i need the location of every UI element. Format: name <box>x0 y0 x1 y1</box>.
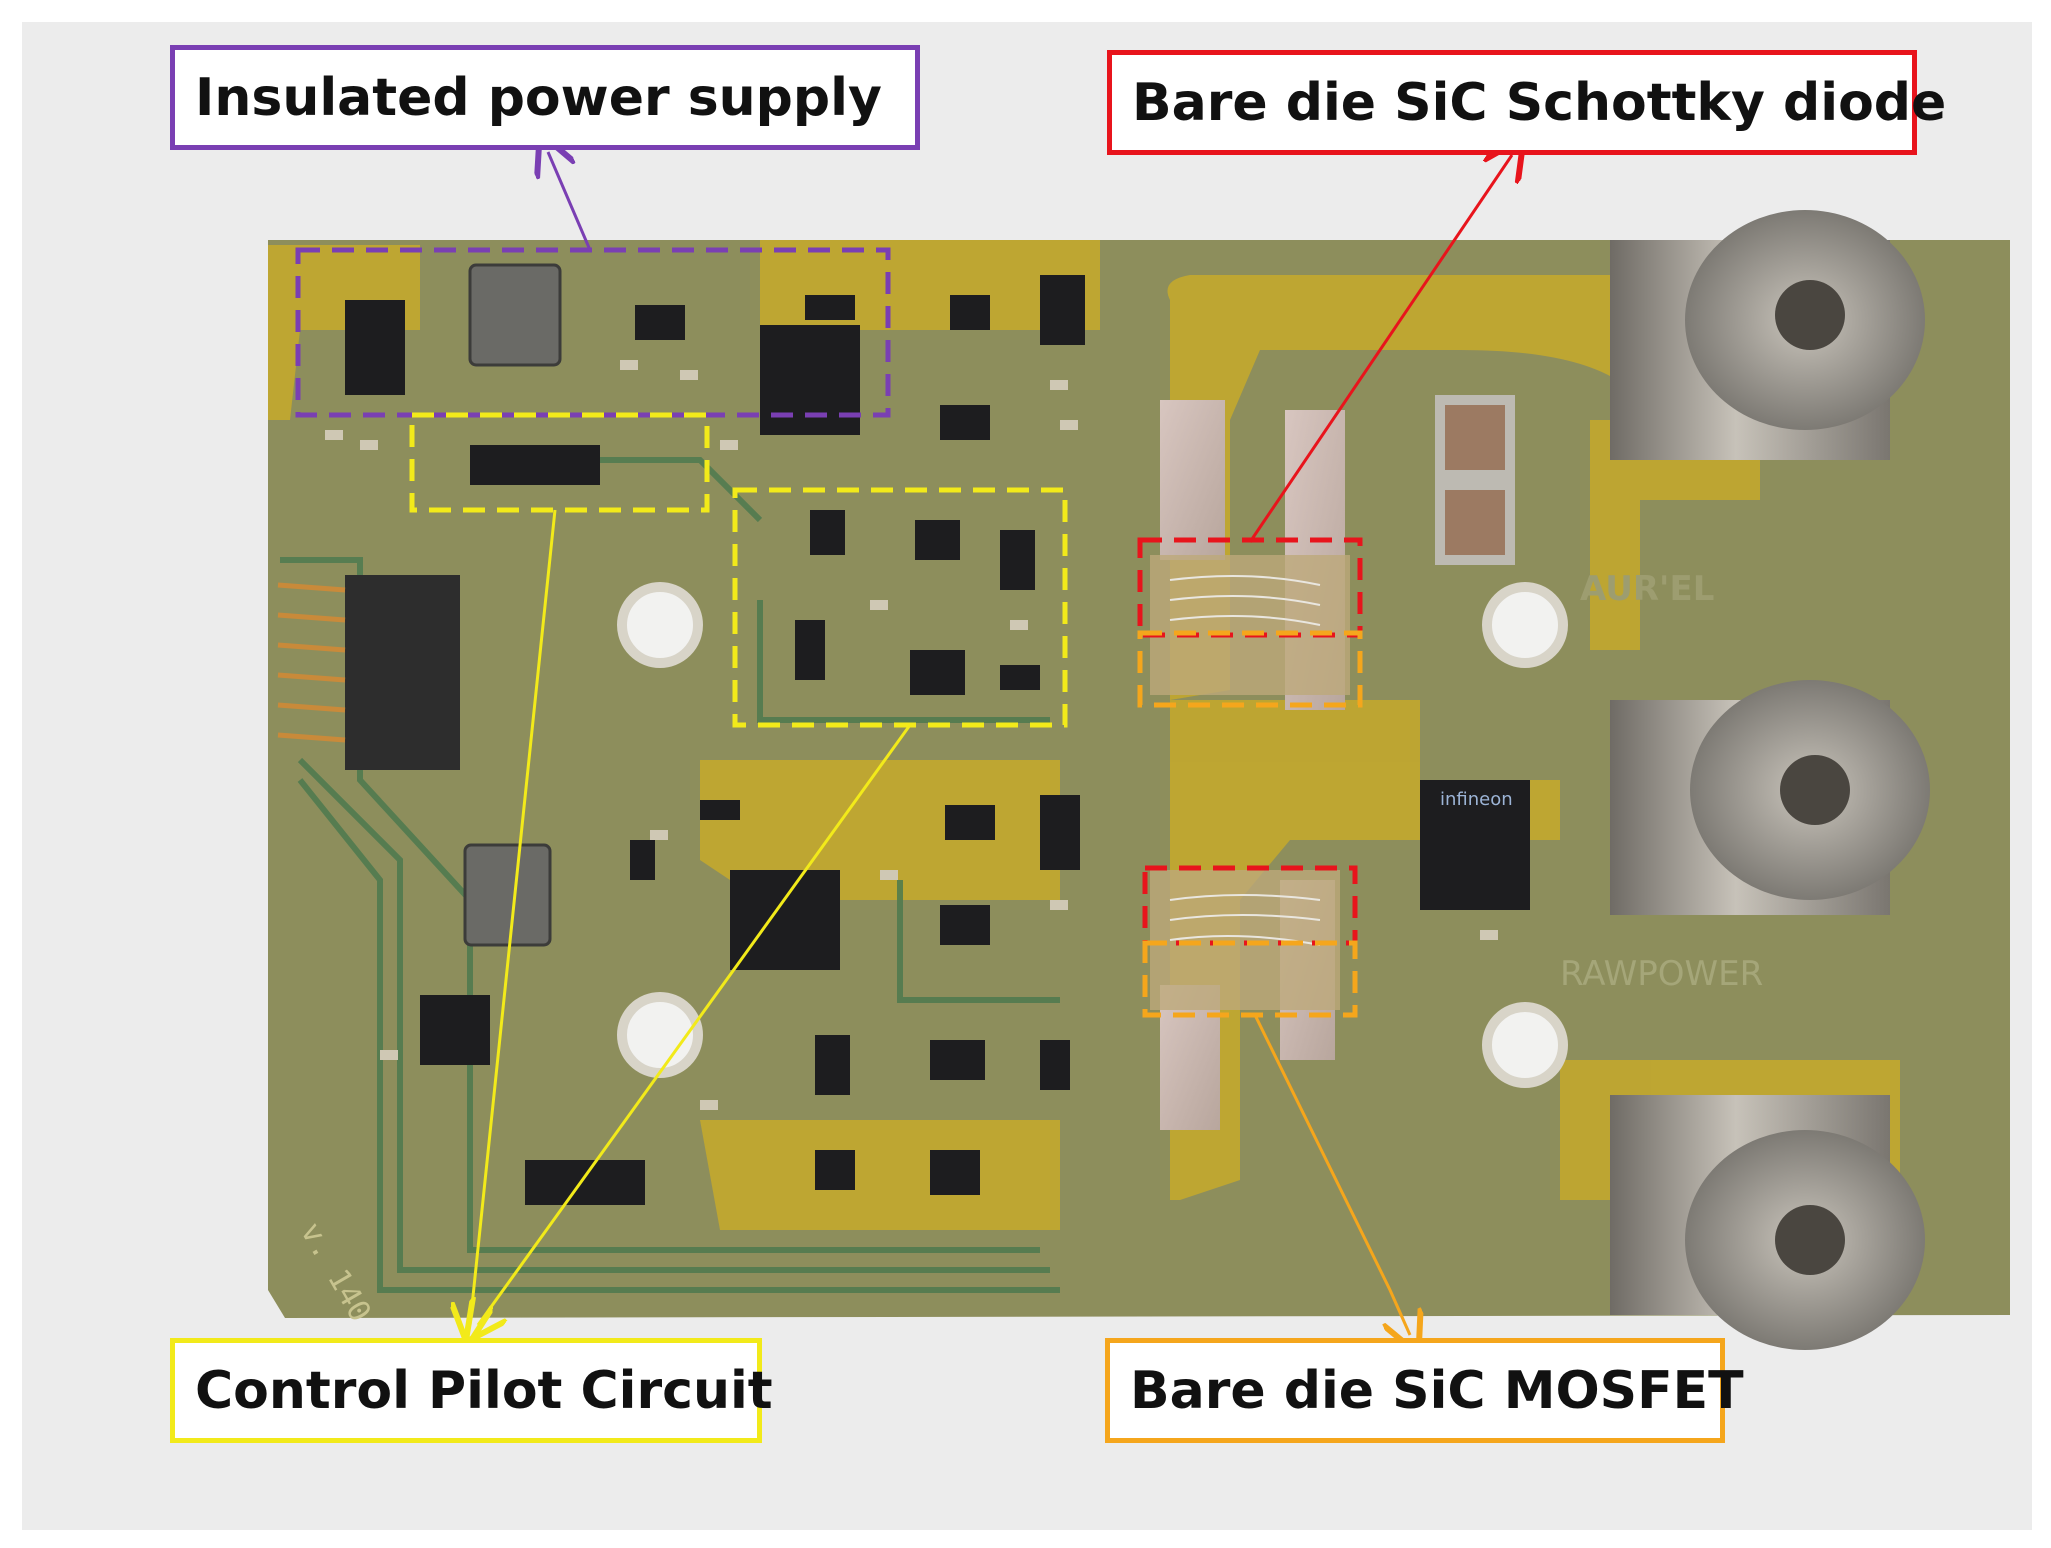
control-pilot-highlight-2 <box>732 487 1068 728</box>
label-insulated-power-supply: Insulated power supply <box>170 45 920 150</box>
power-pads <box>1150 400 1350 1130</box>
traces <box>280 457 1060 1293</box>
standoff-2 <box>1610 680 1930 915</box>
label-sic-mosfet: Bare die SiC MOSFET <box>1105 1338 1744 1443</box>
annotation-arrows <box>470 152 1512 1335</box>
capacitors <box>1435 395 1515 565</box>
transformers <box>463 263 562 947</box>
label-text: Control Pilot Circuit <box>195 1360 773 1421</box>
mounting-holes <box>617 582 1568 1088</box>
power-supply-arrow <box>548 152 592 251</box>
bond-wires <box>1169 575 1321 946</box>
control-pilot-highlight-1 <box>409 412 710 513</box>
passives <box>325 360 1498 1110</box>
mosfet-highlight-1 <box>1137 630 1363 708</box>
standoff-3 <box>1610 1095 1925 1350</box>
control-pilot-arrow-2 <box>478 724 912 1325</box>
diode-arrow <box>1248 155 1512 543</box>
copper-areas <box>268 240 1900 1230</box>
ic-brand-marking: infineon <box>1440 789 1513 810</box>
silkscreen-aurel: AUR'EL <box>1580 569 1714 609</box>
label-schottky-diode: Bare die SiC Schottky diode <box>1107 50 1946 155</box>
standoff-1 <box>1610 210 1925 460</box>
label-text: Bare die SiC Schottky diode <box>1132 72 1947 133</box>
silkscreen-rawpower: RAWPOWER <box>1560 954 1763 994</box>
label-control-pilot-circuit: Control Pilot Circuit <box>170 1338 773 1443</box>
header-connector <box>277 575 460 770</box>
label-text: Insulated power supply <box>195 67 882 128</box>
mosfet-highlight-2 <box>1142 940 1358 1018</box>
control-pilot-arrow-1 <box>470 509 557 1325</box>
mosfet-arrow <box>1253 1014 1410 1335</box>
label-text: Bare die SiC MOSFET <box>1130 1360 1744 1421</box>
